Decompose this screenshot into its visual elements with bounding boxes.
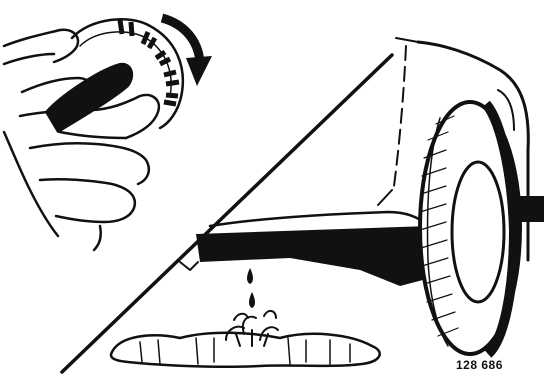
figure-number: 128 686	[456, 358, 503, 372]
dial-knob	[46, 64, 132, 132]
water-puddle	[111, 311, 380, 367]
underbody	[196, 226, 438, 286]
water-drips	[247, 268, 255, 308]
splash	[226, 311, 278, 346]
hand-turning-dial	[4, 18, 212, 250]
bumper-block	[520, 196, 544, 222]
door-line	[394, 46, 406, 186]
front-tire	[420, 102, 520, 354]
hand	[4, 30, 159, 250]
